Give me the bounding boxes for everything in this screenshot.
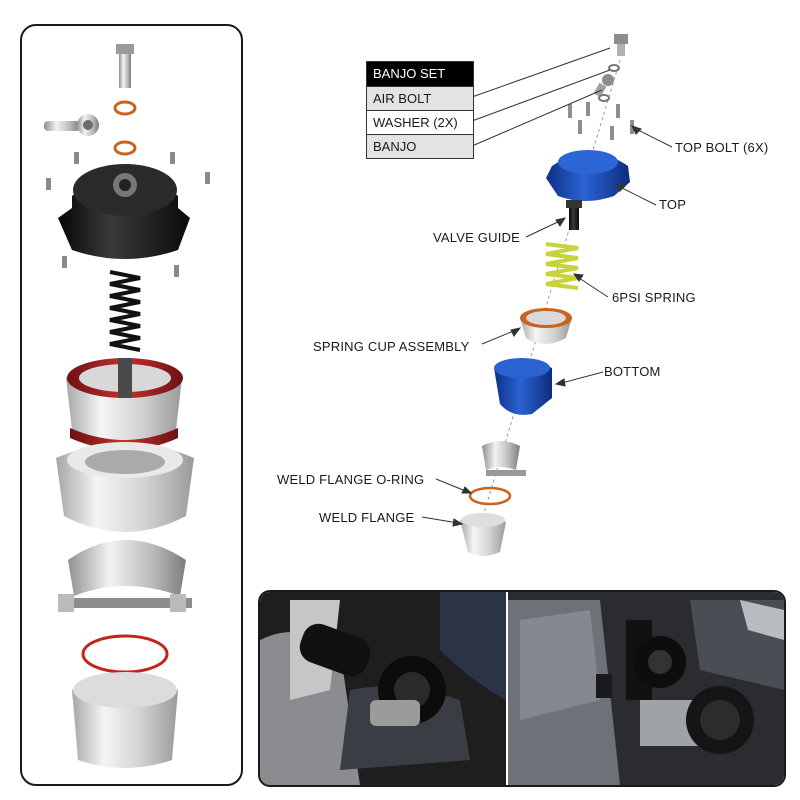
left-washer-bottom (113, 140, 137, 156)
air-bolt (614, 34, 628, 56)
banjo-set-header: BANJO SET (367, 62, 473, 86)
left-v-band-clamp (58, 540, 192, 612)
banjo-set-table: BANJO SET AIR BOLT WASHER (2X) BANJO (366, 61, 474, 159)
left-black-top-housing (58, 164, 190, 259)
label-weld-flange: WELD FLANGE (319, 510, 415, 525)
banjo-set-item-washer: WASHER (2X) (367, 110, 473, 134)
banjo-set-item-banjo: BANJO (367, 134, 473, 158)
left-banjo-bolt (116, 44, 134, 88)
top-blue-cover (546, 150, 630, 201)
label-top: TOP (659, 197, 687, 212)
v-band-clamp (482, 441, 526, 476)
label-spring-cup: SPRING CUP ASSEMBLY (313, 339, 470, 354)
label-spring: 6PSI SPRING (612, 290, 696, 305)
label-top-bolt: TOP BOLT (6X) (675, 140, 769, 155)
weld-flange (460, 513, 506, 556)
left-aluminium-bottom (56, 442, 194, 532)
leader-lines (421, 47, 673, 527)
valve-guide (566, 200, 582, 230)
assembly-axis (481, 59, 621, 521)
banjo-part (593, 74, 614, 98)
left-banjo-fitting (44, 114, 99, 136)
label-bottom: BOTTOM (604, 364, 661, 379)
label-valve-guide: VALVE GUIDE (433, 230, 520, 245)
spring-cup-assembly (520, 308, 572, 344)
weld-flange-oring (468, 486, 512, 506)
left-black-spring (109, 270, 141, 352)
left-weld-flange (72, 672, 178, 768)
washer-top (608, 64, 620, 72)
bottom-blue-housing (494, 358, 552, 415)
banjo-set-item-air-bolt: AIR BOLT (367, 86, 473, 110)
left-spring-cup (66, 358, 183, 450)
spring-6psi (545, 242, 579, 290)
left-top-bolts (46, 152, 210, 277)
left-washer-top (113, 100, 137, 116)
washer-bottom (598, 94, 610, 102)
installation-photos (260, 592, 784, 785)
left-red-oring (81, 634, 169, 674)
label-weld-flange-oring: WELD FLANGE O-RING (277, 472, 425, 487)
photos-frame (258, 590, 786, 787)
top-bolts (568, 102, 634, 140)
